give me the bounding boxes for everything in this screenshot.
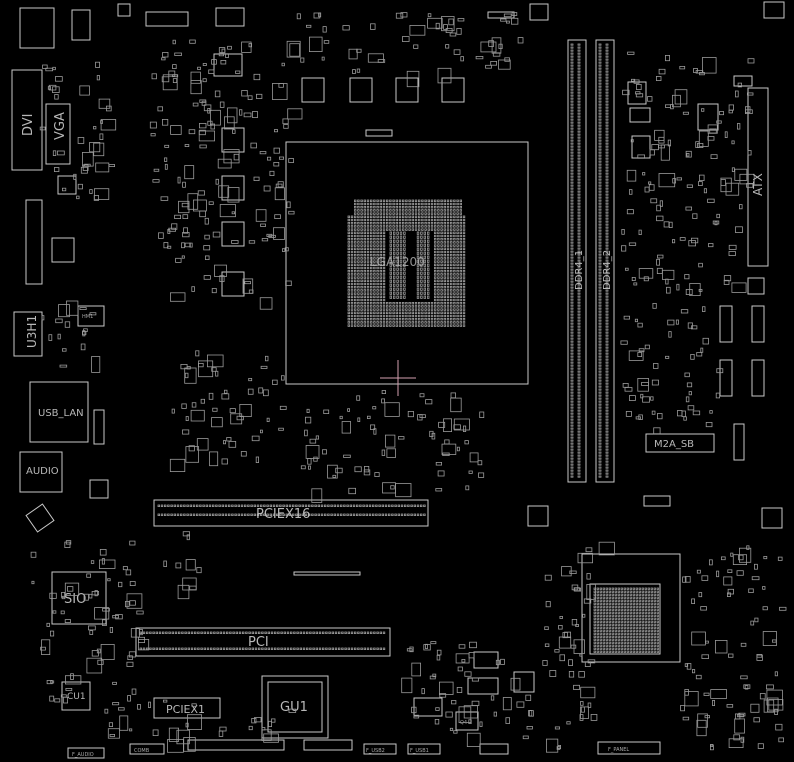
chip-bottom-2 (467, 677, 499, 695)
cpu-socket-outline (285, 141, 529, 385)
small-components (30, 12, 787, 753)
chip-dvi-ctrl (51, 237, 75, 263)
mount-hole-right (761, 507, 783, 529)
sio-label: SIO (64, 592, 86, 607)
vrm-choke-2 (221, 175, 245, 201)
m2-standoff (643, 495, 671, 507)
gu1-outline (261, 675, 329, 739)
chip-bottom-1 (413, 697, 443, 717)
cpu-strip (365, 129, 393, 137)
ddr4-1-slot (567, 39, 587, 483)
cu1-chip (61, 681, 91, 711)
f-usb2-label: F_USB2 (366, 748, 385, 754)
chip-right-5 (747, 277, 765, 295)
mount-hole-mid (527, 505, 549, 527)
cpu-socket-label: LGA1200 (370, 255, 425, 269)
chip-vga-ctrl (57, 175, 77, 195)
usb-lan-connector (29, 381, 89, 443)
chip-right-1 (627, 81, 647, 105)
chip-right-3 (629, 107, 651, 123)
header-right-4 (751, 359, 765, 397)
pch-pins (593, 587, 659, 653)
vrm-choke-top-1 (301, 77, 325, 103)
pch-chip (589, 583, 661, 655)
pciex16-label: PCIEX16 (256, 507, 310, 522)
comb-header (129, 743, 165, 755)
hm1-label: HM1 (82, 314, 93, 320)
hdmi-connector (25, 199, 43, 285)
ddr4-2-slot (595, 39, 615, 483)
ddr4-2-label: DDR4_2 (602, 250, 613, 290)
rear-io-ps2 (19, 7, 55, 49)
header-right-2 (751, 305, 765, 343)
ddr4-1-label: DDR4_1 (574, 250, 585, 290)
cpu-socket-pins (347, 199, 466, 327)
vrm-choke-1 (221, 127, 245, 153)
lan-magnetics (93, 409, 105, 445)
f-usb2-header (363, 743, 397, 755)
q4-label: Q4 (460, 720, 467, 726)
rear-io-small (71, 9, 91, 41)
usb3-label: U3H1 (25, 315, 39, 348)
mount-hole-tc (529, 3, 549, 21)
audio-codec (89, 479, 109, 499)
gu1-label: GU1 (280, 700, 308, 715)
f-usb1-label: F_USB1 (410, 748, 429, 754)
dimm-pins (570, 43, 609, 478)
f-audio-label: F_AUDIO (72, 752, 94, 758)
chip-bottom-4 (513, 671, 535, 693)
vga-label: VGA (53, 112, 68, 140)
header-right-3 (719, 359, 733, 397)
vga-connector (45, 103, 71, 165)
mount-hole-tr (763, 1, 785, 19)
audio-label: AUDIO (26, 466, 59, 477)
q4-chip (455, 711, 479, 731)
pci-pins (139, 631, 386, 651)
vrm-choke-top-2 (349, 77, 373, 103)
atx-power-connector (747, 87, 769, 267)
pci-slot (135, 627, 391, 657)
mount-hole-tl (117, 3, 131, 17)
pciex16-pins (157, 504, 426, 517)
f-usb1-header (407, 743, 441, 755)
f-audio-header (67, 747, 105, 759)
vrm-choke-4 (221, 271, 245, 297)
f-panel-label: F_PANEL (608, 747, 629, 753)
bottom-header-1 (187, 739, 285, 751)
usb-lan-label: USB_LAN (38, 408, 84, 419)
pciex1-label: PCIEX1 (166, 703, 205, 716)
tpm-header (479, 743, 509, 755)
top-connector-1 (145, 11, 189, 27)
usb3-connector (13, 311, 43, 357)
audio-chip-rotated (25, 503, 55, 533)
bottom-header-2 (303, 739, 353, 751)
comb-label: COMB (134, 748, 150, 754)
chip-bottom-3 (473, 651, 499, 669)
dvi-label: DVI (21, 113, 36, 136)
f-panel-header (597, 741, 661, 755)
header-right-1 (719, 305, 733, 343)
dvi-connector (11, 69, 43, 171)
vrm-choke-3 (221, 221, 245, 247)
cu1-label: CU1 (67, 692, 86, 702)
header-right-5 (733, 423, 745, 461)
gu1-chip (267, 681, 323, 733)
m2a-sb-slot (645, 433, 715, 453)
pch-outline (581, 553, 681, 663)
atx-aux (733, 75, 753, 87)
m2a-sb-label: M2A_SB (654, 439, 694, 450)
top-strip (487, 11, 515, 19)
hm1-chip (77, 305, 105, 327)
pci-label: PCI (248, 635, 269, 650)
vrm-choke-top-4 (441, 77, 465, 103)
pcie-latch (293, 571, 361, 576)
pciex16-slot (153, 499, 429, 527)
top-connector-2 (215, 7, 245, 27)
audio-jack-block (19, 451, 63, 493)
